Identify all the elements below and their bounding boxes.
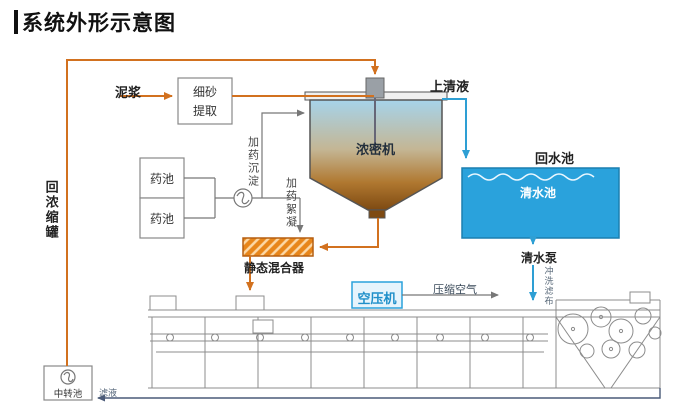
return-loop-pipe (66, 59, 379, 366)
static-mixer (242, 237, 314, 257)
supernatant-pipe (442, 98, 470, 159)
press-motor (629, 291, 651, 304)
filtrate-return-pipe (97, 388, 661, 402)
dosing-sediment-pipe (261, 109, 305, 198)
label-compressed-air: 压缩空气 (433, 284, 477, 296)
label-dosing-floc: 加药絮凝 (284, 177, 297, 229)
label-sand-extractor: 细砂 提取 (178, 83, 232, 120)
label-air-compressor: 空压机 (357, 291, 397, 306)
label-return-pool: 回水池 (535, 151, 575, 166)
label-filtrate: 滤液 (99, 388, 118, 398)
dosing-pump-symbol (236, 191, 250, 205)
chem-tank-b-box (139, 197, 185, 239)
dosing-pipes (60, 109, 499, 385)
label-static-mixer: 静态混合器 (244, 261, 305, 275)
label-chem-tank-b: 药池 (149, 212, 174, 226)
sand-extractor-box (177, 77, 233, 125)
label-chem-tank-a: 药池 (149, 172, 174, 186)
press-small-box (252, 319, 274, 334)
label-dosing-sediment: 加药沉淀 (246, 136, 259, 188)
label-thickener: 浓密机 (356, 142, 396, 157)
press-feed-hopper (149, 295, 177, 311)
thickener-outlet (368, 209, 386, 219)
label-transfer-pool: 中转池 (53, 389, 83, 400)
title-text: 系统外形示意图 (22, 12, 176, 35)
label-supernatant: 上清液 (430, 79, 470, 94)
label-clear-water-pump: 清水泵 (521, 251, 558, 265)
press-roller-cluster (557, 306, 662, 359)
sand-extractor-line1: 细砂 (192, 85, 217, 99)
chem-tank-headers (184, 177, 234, 219)
label-slurry: 泥浆 (115, 85, 142, 100)
water-pipes (442, 98, 537, 301)
label-clear-pool: 清水池 (520, 186, 557, 200)
belt-filter-press (148, 291, 662, 389)
title-accent-bar (14, 10, 18, 34)
page-title: 系统外形示意图 (14, 7, 176, 37)
press-mixer-inlet (235, 295, 265, 311)
slurry-pipes (66, 59, 379, 366)
thickener-to-mixer-pipe (319, 218, 379, 251)
sand-extractor-line2: 提取 (192, 103, 217, 118)
transfer-pump-symbol (63, 371, 74, 383)
label-return-to-thickener: 回浓缩罐 (43, 180, 59, 240)
label-flush-cloth: 冲洗滤布 (543, 266, 554, 306)
pool-wave (467, 173, 595, 181)
return-water-pool (461, 167, 620, 239)
